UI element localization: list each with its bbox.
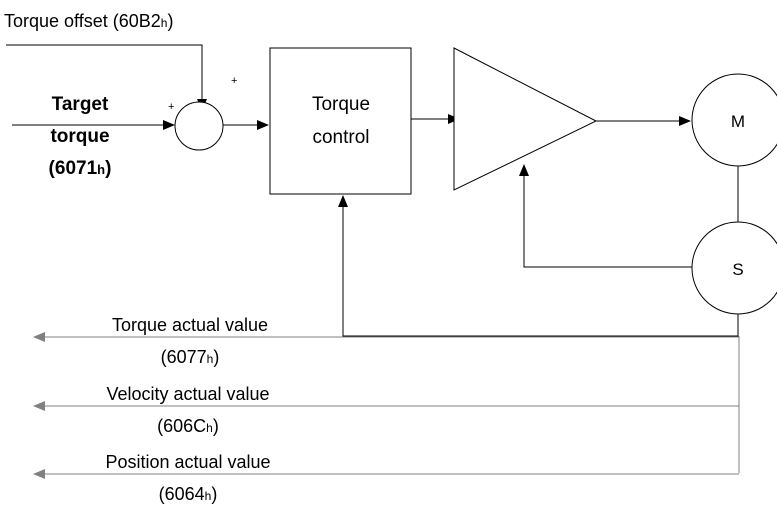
- torque-control-label-line2: control: [312, 127, 369, 148]
- torque-offset-label: Torque offset (60B2h): [4, 11, 173, 31]
- position-actual-value-code: (6064h): [159, 484, 218, 504]
- torque-offset-connector: [6, 44, 207, 111]
- torque-control-label-line1: Torque: [312, 94, 370, 115]
- torque-actual-value-label: Torque actual value: [112, 315, 268, 335]
- position-actual-value-label: Position actual value: [105, 452, 270, 472]
- svg-text:(6071h): (6071h): [49, 158, 112, 179]
- torque-actual-value-code: (6077h): [161, 347, 220, 367]
- velocity-actual-value-code: (606Ch): [157, 416, 219, 436]
- summing-junction: [174, 101, 224, 151]
- sensor-label: S: [732, 260, 743, 279]
- sensor-to-amplifier-feedback: [519, 164, 692, 268]
- summing-sign-left: +: [168, 101, 174, 113]
- sensor-to-torque-control-feedback: [338, 195, 739, 337]
- velocity-actual-value-label: Velocity actual value: [106, 384, 269, 404]
- amplifier-triangle: [453, 47, 598, 191]
- summing-sign-top: +: [231, 75, 237, 87]
- svg-text:Target: Target: [52, 94, 109, 115]
- svg-text:torque: torque: [50, 126, 109, 147]
- motor-label: M: [731, 112, 745, 131]
- torque-control-block: [269, 47, 412, 195]
- target-torque-label: Target torque (6071h): [49, 94, 112, 179]
